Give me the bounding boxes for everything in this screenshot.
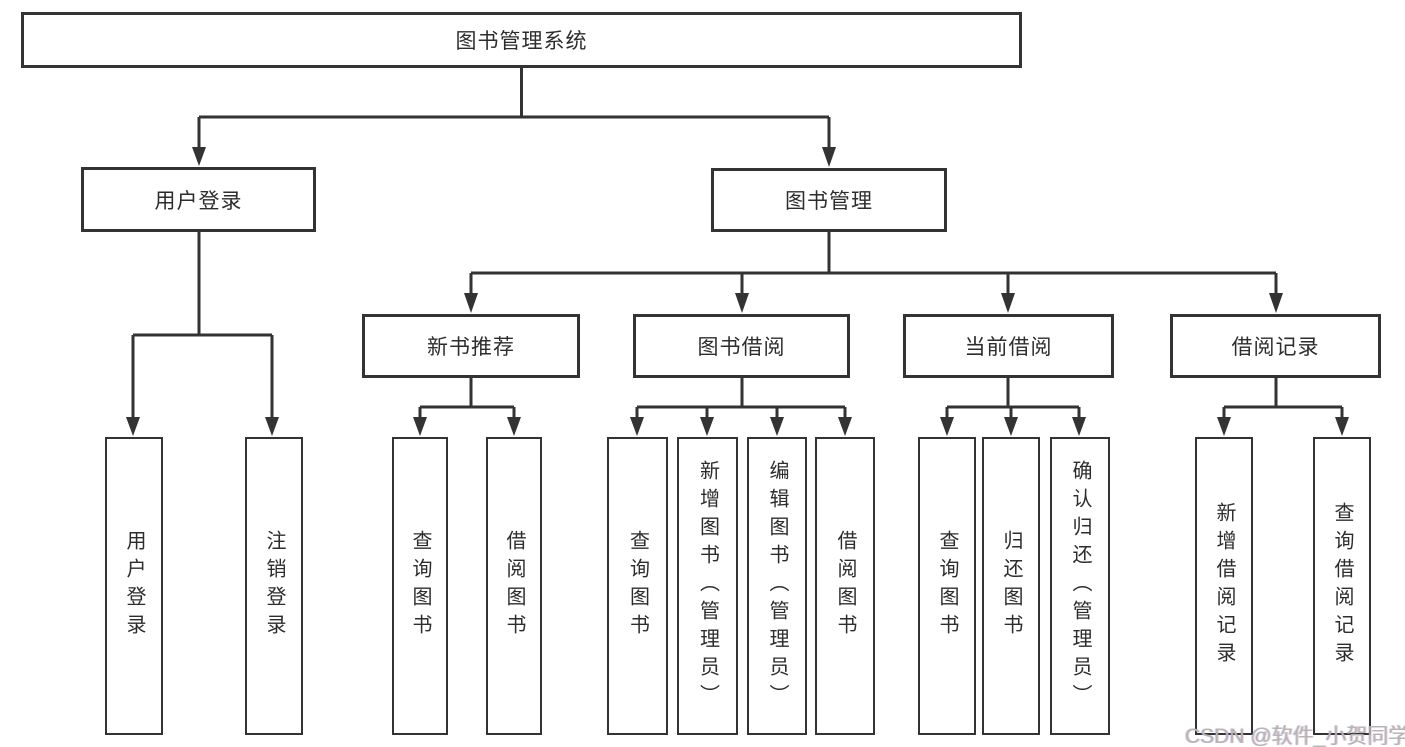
node-root-system: 图书管理系统 <box>21 12 1022 68</box>
connector-rec-split <box>418 378 516 419</box>
leaf-records-query-record-label: 查询借阅记录 <box>1331 502 1353 670</box>
connector-mgmt-split <box>469 232 1278 296</box>
node-borrowing-records-label: 借阅记录 <box>1231 336 1320 359</box>
connector-records-split <box>1222 378 1344 419</box>
connector-root-trunk <box>197 68 831 150</box>
leaf-records-add-record: 新增借阅记录 <box>1195 437 1253 735</box>
leaf-current-return-books: 归还图书 <box>982 437 1040 735</box>
leaf-user-login: 用户登录 <box>105 437 163 735</box>
leaf-borrow-borrow-books-label: 借阅图书 <box>834 530 856 642</box>
leaf-current-query-books: 查询图书 <box>918 437 976 735</box>
leaf-user-login-label: 用户登录 <box>123 530 145 642</box>
leaf-logout-label: 注销登录 <box>263 530 285 642</box>
csdn-watermark: CSDN @软件_小贺同学 <box>1185 725 1405 747</box>
leaf-borrow-query-books: 查询图书 <box>607 437 668 735</box>
leaf-rec-query-books-label: 查询图书 <box>409 530 431 642</box>
leaf-rec-borrow-books-label: 借阅图书 <box>503 530 525 642</box>
leaf-records-query-record: 查询借阅记录 <box>1313 437 1371 735</box>
arrowheads <box>126 147 1349 436</box>
node-book-management-label: 图书管理 <box>785 190 873 213</box>
leaf-borrow-borrow-books: 借阅图书 <box>815 437 875 735</box>
leaf-logout: 注销登录 <box>245 437 303 735</box>
connector-login-split <box>131 232 274 419</box>
node-new-book-recommend: 新书推荐 <box>362 314 580 378</box>
leaf-current-confirm-return-admin: 确认归还（管理员） <box>1050 437 1110 735</box>
node-book-borrowing: 图书借阅 <box>633 314 850 378</box>
leaf-current-confirm-return-admin-label: 确认归还（管理员） <box>1069 460 1091 712</box>
node-book-borrowing-label: 图书借阅 <box>697 336 786 359</box>
leaf-borrow-edit-books-admin: 编辑图书（管理员） <box>747 437 807 735</box>
leaf-borrow-edit-books-admin-label: 编辑图书（管理员） <box>766 460 788 712</box>
leaf-borrow-add-books-admin-label: 新增图书（管理员） <box>696 460 719 712</box>
node-current-borrowing: 当前借阅 <box>903 314 1114 378</box>
node-new-book-recommend-label: 新书推荐 <box>427 336 515 359</box>
leaf-records-add-record-label: 新增借阅记录 <box>1213 502 1235 670</box>
node-book-management: 图书管理 <box>711 168 947 232</box>
leaf-borrow-add-books-admin: 新增图书（管理员） <box>677 437 738 735</box>
connector-borrow-split <box>635 378 847 419</box>
leaf-current-query-books-label: 查询图书 <box>936 530 958 642</box>
leaf-rec-borrow-books: 借阅图书 <box>486 437 542 735</box>
leaf-borrow-query-books-label: 查询图书 <box>626 530 649 642</box>
node-borrowing-records: 借阅记录 <box>1170 314 1381 378</box>
connector-current-split <box>945 378 1081 419</box>
leaf-current-return-books-label: 归还图书 <box>1000 530 1022 642</box>
node-current-borrowing-label: 当前借阅 <box>964 336 1053 359</box>
node-root-system-label: 图书管理系统 <box>455 30 588 53</box>
node-user-login-label: 用户登录 <box>154 189 243 213</box>
leaf-rec-query-books: 查询图书 <box>392 437 448 735</box>
node-user-login: 用户登录 <box>81 167 316 232</box>
